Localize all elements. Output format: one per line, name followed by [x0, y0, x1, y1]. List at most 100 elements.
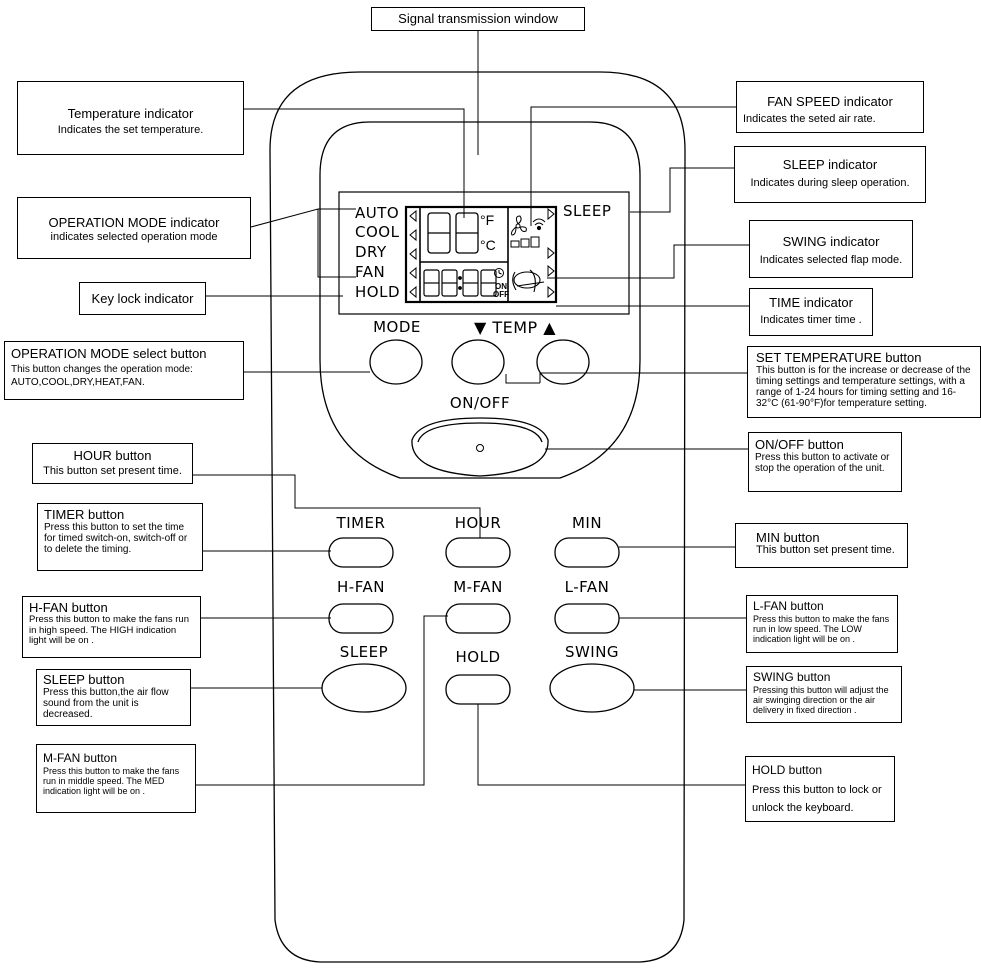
fan-speed-bars-icon [510, 236, 540, 248]
callout-onoff-desc: Press this button to activate or stop th… [755, 452, 890, 474]
mfan-button[interactable] [445, 603, 511, 634]
callout-sleep-button: SLEEP button Press this button,the air f… [36, 669, 191, 726]
callout-time-indicator-desc: Indicates timer time . [760, 314, 862, 326]
callout-hfan-title: H-FAN button [29, 600, 108, 615]
callout-temperature-desc: Indicates the set temperature. [57, 124, 204, 136]
fan-icon [511, 215, 527, 236]
callout-temperature-title: Temperature indicator [67, 106, 194, 121]
mfan-label: M-FAN [453, 578, 503, 596]
flap-arrow-icons [547, 207, 555, 299]
callout-swing-indicator-title: SWING indicator [782, 234, 880, 249]
mode-fan: FAN [355, 263, 386, 281]
remote-body [269, 71, 686, 963]
callout-signal-title: Signal transmission window [398, 11, 558, 26]
callout-mfan-title: M-FAN button [43, 751, 118, 765]
hour-button[interactable] [445, 537, 511, 568]
min-button[interactable] [554, 537, 620, 568]
timer-button[interactable] [328, 537, 394, 568]
mode-auto: AUTO [355, 204, 400, 222]
swing-button[interactable] [549, 663, 635, 713]
mode-arrow-icons [409, 209, 417, 299]
callout-onoff: ON/OFF button Press this button to activ… [748, 432, 902, 492]
leader-lines [191, 31, 749, 786]
top-panel [319, 121, 641, 479]
callout-mode-select: OPERATION MODE select button This button… [4, 341, 244, 400]
callout-swing-indicator: SWING indicator Indicates selected flap … [749, 220, 913, 278]
sleep-wave-icon [532, 218, 546, 231]
callout-fan-speed-title: FAN SPEED indicator [767, 94, 893, 109]
sleep-button[interactable] [321, 663, 407, 713]
callout-timer-desc: Press this button to set the time for ti… [44, 522, 188, 555]
callout-swing-button-desc: Pressing this button will adjust the air… [753, 685, 889, 715]
callout-hfan-desc: Press this button to make the fans run i… [29, 614, 190, 646]
callout-swing-button-title: SWING button [753, 670, 831, 684]
swing-icon [512, 269, 545, 293]
mode-dry: DRY [355, 243, 387, 261]
callout-hour-desc: This button set present time. [43, 465, 182, 477]
display-window [338, 191, 630, 315]
mode-button[interactable] [369, 339, 423, 385]
callout-time-indicator-title: TIME indicator [769, 295, 853, 310]
callout-operation-mode: OPERATION MODE indicator indicates selec… [17, 197, 251, 259]
hfan-button[interactable] [328, 603, 394, 634]
mode-label: MODE [373, 318, 421, 336]
callout-mode-select-desc: This button changes the operation mode: … [11, 364, 193, 388]
sleep-label: SLEEP [339, 643, 389, 661]
timer-off-label: OFF [493, 290, 509, 299]
callout-hold: HOLD button Press this button to lock or… [745, 756, 895, 822]
callout-lfan-title: L-FAN button [753, 599, 824, 613]
lfan-button[interactable] [554, 603, 620, 634]
callout-time-indicator: TIME indicator Indicates timer time . [749, 288, 873, 336]
callout-hold-title: HOLD button [752, 763, 823, 777]
temp-up-button[interactable] [536, 339, 590, 385]
callout-key-lock: Key lock indicator [79, 282, 206, 315]
hold-button[interactable] [445, 674, 511, 705]
callout-sleep-indicator: SLEEP indicator Indicates during sleep o… [734, 146, 926, 203]
lcd-panel [404, 205, 558, 304]
callout-set-temperature-title: SET TEMPERATURE button [756, 350, 922, 365]
temp-down-button[interactable] [451, 339, 505, 385]
swing-label: SWING [564, 643, 620, 661]
onoff-button[interactable] [411, 417, 549, 477]
callout-swing-button: SWING button Pressing this button will a… [746, 666, 902, 723]
callout-fan-speed: FAN SPEED indicator Indicates the seted … [736, 81, 924, 133]
callout-onoff-title: ON/OFF button [755, 437, 844, 452]
callout-key-lock-title: Key lock indicator [91, 291, 194, 306]
mode-cool: COOL [355, 223, 400, 241]
mode-hold: HOLD [355, 283, 400, 301]
callout-timer-title: TIMER button [44, 507, 125, 522]
callout-set-temperature-desc: This button is for the increase or decre… [756, 365, 971, 409]
callout-sleep-button-desc: Press this button,the air flow sound fro… [43, 687, 169, 720]
lfan-label: L-FAN [564, 578, 610, 596]
callout-mode-select-title: OPERATION MODE select button [11, 346, 207, 361]
callout-hour: HOUR button This button set present time… [32, 443, 193, 484]
callout-hour-title: HOUR button [73, 448, 152, 463]
callout-sleep-button-title: SLEEP button [43, 672, 125, 687]
clock-icon [494, 268, 504, 278]
hfan-label: H-FAN [337, 578, 385, 596]
temp-label: ▼ TEMP ▲ [473, 318, 557, 337]
callout-sleep-indicator-title: SLEEP indicator [782, 157, 878, 172]
temperature-digits-graphic [427, 212, 479, 254]
callout-min-title: MIN button [756, 530, 820, 545]
callout-hfan: H-FAN button Press this button to make t… [22, 596, 201, 658]
hour-label: HOUR [454, 514, 502, 532]
callout-operation-mode-title: OPERATION MODE indicator [48, 215, 220, 230]
callout-sleep-indicator-desc: Indicates during sleep operation. [750, 177, 910, 189]
time-digits-graphic [423, 269, 497, 297]
callout-mfan-desc: Press this button to make the fans run i… [43, 766, 180, 796]
callout-swing-indicator-desc: Indicates selected flap mode. [759, 254, 903, 266]
timer-label: TIMER [336, 514, 386, 532]
unit-celsius: °C [480, 237, 496, 253]
callout-lfan-desc: Press this button to make the fans run i… [753, 614, 890, 644]
timer-on-label: ON [495, 282, 507, 291]
callout-operation-mode-desc: indicates selected operation mode [50, 231, 218, 243]
hold-label: HOLD [455, 648, 501, 666]
callout-timer: TIMER button Press this button to set th… [37, 503, 203, 571]
callout-lfan: L-FAN button Press this button to make t… [746, 595, 898, 653]
onoff-indicator-dot [476, 444, 484, 452]
sleep-indicator-text: SLEEP [563, 202, 612, 220]
callout-set-temperature: SET TEMPERATURE button This button is fo… [747, 346, 981, 418]
